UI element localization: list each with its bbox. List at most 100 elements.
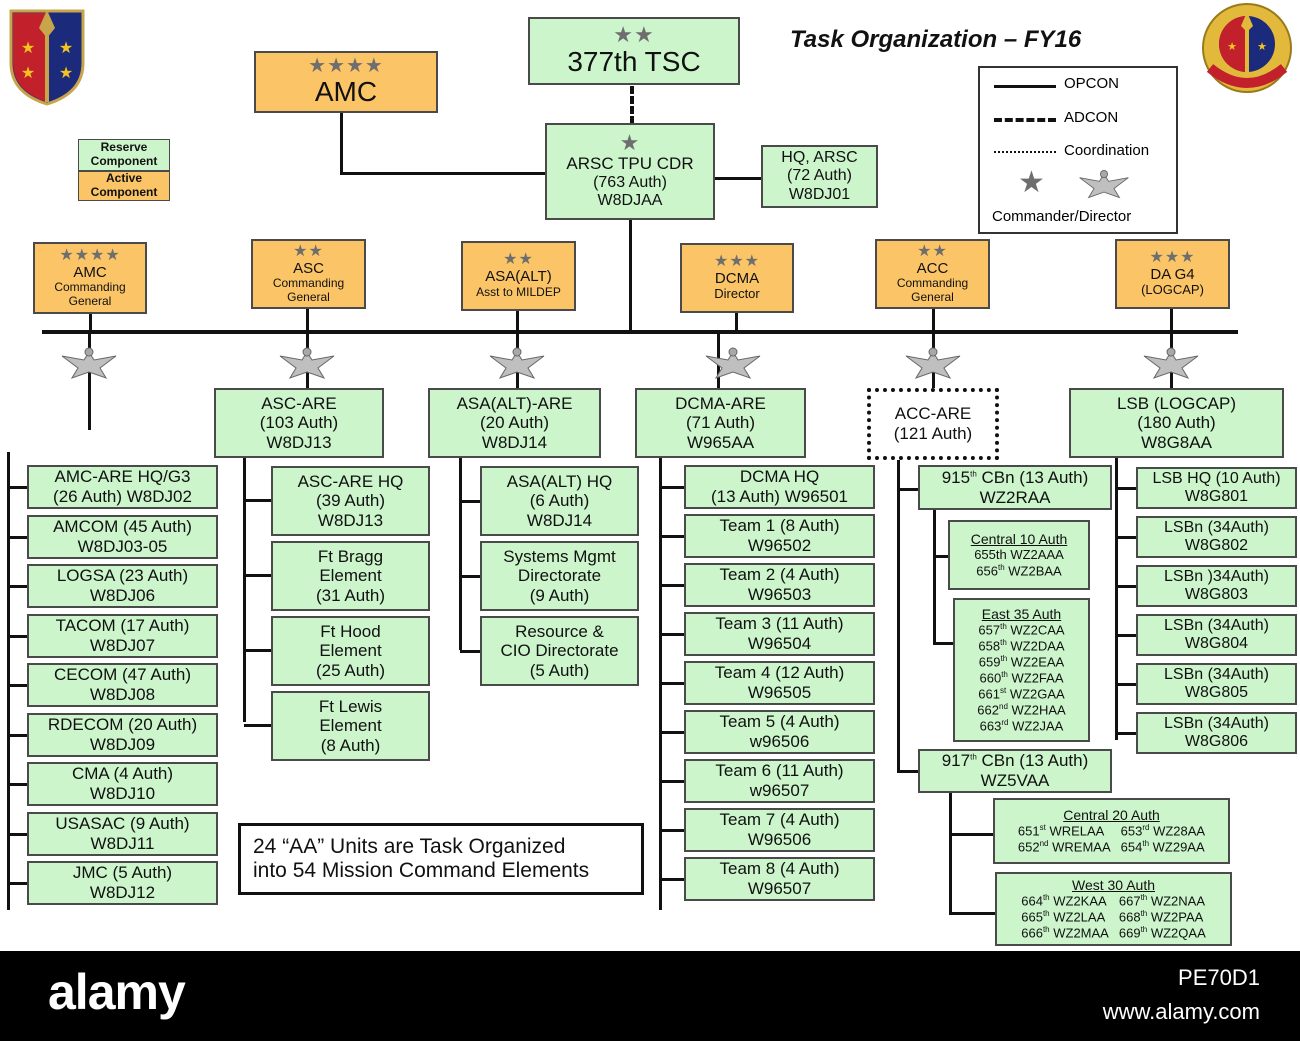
svg-text:★: ★ bbox=[59, 65, 73, 82]
unit-row: 658th WZ2DAA bbox=[978, 638, 1065, 654]
legend-adcon: ADCON bbox=[1064, 109, 1119, 126]
drop-acc bbox=[932, 308, 935, 332]
arsc-down-line bbox=[629, 219, 632, 332]
lsb-unit-box: LSBn (34Auth)W8G804 bbox=[1136, 614, 1297, 656]
drop-asa bbox=[516, 310, 519, 332]
connector-line bbox=[660, 829, 684, 832]
central-10-box: Central 10 Auth 655th WZ2AAA 656th WZ2BA… bbox=[948, 520, 1090, 590]
connector-line bbox=[8, 486, 27, 489]
amc-trunk bbox=[7, 452, 10, 910]
lsb-unit-box: LSBn (34Auth)W8G805 bbox=[1136, 663, 1297, 705]
cmd-acc: ★★ ACC Commanding General bbox=[875, 239, 990, 309]
four-star-icon: ★★★★ bbox=[308, 54, 384, 77]
cmd-dcma: ★★★ DCMA Director bbox=[680, 243, 794, 313]
svg-text:★: ★ bbox=[1257, 41, 1267, 53]
amc-top-box: ★★★★ AMC bbox=[254, 51, 438, 113]
svg-text:★: ★ bbox=[1227, 41, 1237, 53]
acc-trunk bbox=[897, 460, 900, 772]
connector-line bbox=[660, 731, 684, 734]
unit-row: 657th WZ2CAA bbox=[978, 622, 1065, 638]
connector-line bbox=[8, 684, 27, 687]
crest-insignia-icon: ★ ★ bbox=[1202, 3, 1292, 93]
connector-line bbox=[8, 585, 27, 588]
watermark-bar: alamy PE70D1 www.alamy.com bbox=[0, 951, 1300, 1041]
connector-line bbox=[8, 783, 27, 786]
summary-note: 24 “AA” Units are Task Organized into 54… bbox=[238, 823, 644, 895]
legend-opcon: OPCON bbox=[1064, 75, 1120, 92]
amc-unit-box: JMC (5 Auth)W8DJ12 bbox=[27, 861, 218, 905]
eagle-icon bbox=[905, 347, 961, 379]
connector-line bbox=[1116, 536, 1136, 539]
connector-line bbox=[244, 574, 271, 577]
unit-row: 661st WZ2GAA bbox=[978, 686, 1065, 702]
connector-line bbox=[8, 832, 27, 836]
acc-link-915 bbox=[897, 488, 919, 491]
connector-line bbox=[660, 584, 684, 587]
page-title: Task Organization – FY16 bbox=[790, 26, 1082, 53]
opcon-line-hq bbox=[713, 177, 761, 180]
eagle-icon bbox=[1079, 170, 1129, 198]
connector-line bbox=[8, 535, 27, 539]
connector-line bbox=[1116, 634, 1136, 637]
dcma-unit-box: Team 1 (8 Auth)W96502 bbox=[684, 514, 875, 558]
opcon-line-amc-h bbox=[340, 172, 546, 175]
connector-line bbox=[1116, 585, 1136, 588]
asa-unit-box: ASA(ALT) HQ(6 Auth)W8DJ14 bbox=[480, 466, 639, 536]
unit-row: 659th WZ2EAA bbox=[978, 654, 1065, 670]
connector-line bbox=[244, 649, 271, 652]
connector-line bbox=[660, 682, 684, 685]
dcma-unit-box: Team 3 (11 Auth)W96504 bbox=[684, 612, 875, 656]
cmd-asc: ★★ ASC Commanding General bbox=[251, 239, 366, 309]
are-acc: ACC-ARE(121 Auth) bbox=[867, 388, 999, 460]
unit-row: 668th WZ2PAA bbox=[1118, 909, 1204, 925]
unit-row: 662nd WZ2HAA bbox=[977, 701, 1066, 718]
dcma-unit-box: Team 6 (11 Auth)w96507 bbox=[684, 759, 875, 803]
connector-line bbox=[660, 486, 684, 489]
connector-line bbox=[1116, 487, 1136, 490]
cbn917-trunk bbox=[949, 792, 952, 914]
amc-unit-box: AMC-ARE HQ/G3(26 Auth) W8DJ02 bbox=[27, 465, 218, 509]
unit-row: 669th WZ2QAA bbox=[1118, 925, 1206, 941]
unit-row: 660th WZ2FAA bbox=[979, 670, 1064, 686]
connector-line bbox=[1116, 683, 1136, 686]
asa-unit-box: Resource &CIO Directorate(5 Auth) bbox=[480, 616, 639, 686]
drop-dcma bbox=[735, 312, 738, 332]
unit-row: 651st WRELAA bbox=[1017, 823, 1105, 839]
asc-trunk bbox=[243, 458, 246, 722]
image-id: PE70D1 bbox=[1178, 965, 1260, 990]
eagle-icon bbox=[61, 347, 117, 379]
are-dcma: DCMA-ARE(71 Auth)W965AA bbox=[635, 388, 806, 458]
connector-line bbox=[460, 650, 480, 653]
unit-row: 667th WZ2NAA bbox=[1118, 893, 1206, 909]
lsb-unit-box: LSBn (34Auth)W8G802 bbox=[1136, 516, 1297, 558]
arsc-box: ★ ARSC TPU CDR (763 Auth) W8DJAA bbox=[545, 123, 715, 220]
drop-asc bbox=[306, 308, 309, 332]
lsb-unit-box: LSBn (34Auth)W8G806 bbox=[1136, 712, 1297, 754]
one-star-icon: ★ bbox=[619, 130, 641, 156]
asc-unit-box: ASC-ARE HQ(39 Auth)W8DJ13 bbox=[271, 466, 430, 536]
connector-line bbox=[8, 634, 27, 638]
are-asa: ASA(ALT)-ARE(20 Auth)W8DJ14 bbox=[428, 388, 601, 458]
cmd-asa: ★★ ASA(ALT) Asst to MILDEP bbox=[461, 241, 576, 311]
legend-commander: Commander/Director bbox=[992, 208, 1132, 225]
amc-are-line bbox=[88, 334, 91, 430]
connector-line bbox=[660, 535, 684, 538]
svg-text:★: ★ bbox=[21, 40, 35, 57]
are-lsb: LSB (LOGCAP)(180 Auth)W8G8AA bbox=[1069, 388, 1284, 458]
drop-amc bbox=[89, 314, 92, 332]
dcma-unit-box: Team 2 (4 Auth)W96503 bbox=[684, 563, 875, 607]
amc-unit-box: RDECOM (20 Auth)W8DJ09 bbox=[27, 712, 218, 757]
dcma-unit-box: DCMA HQ(13 Auth) W96501 bbox=[684, 465, 875, 509]
unit-row: 652nd WREMAA bbox=[1017, 839, 1111, 855]
cbn-915-box: 915th CBn (13 Auth) WZ2RAA bbox=[918, 465, 1112, 510]
connector-line bbox=[460, 575, 480, 578]
lsb-unit-box: LSB HQ (10 Auth)W8G801 bbox=[1136, 467, 1297, 509]
eagle-icon bbox=[489, 347, 545, 379]
connector-line bbox=[660, 633, 684, 636]
